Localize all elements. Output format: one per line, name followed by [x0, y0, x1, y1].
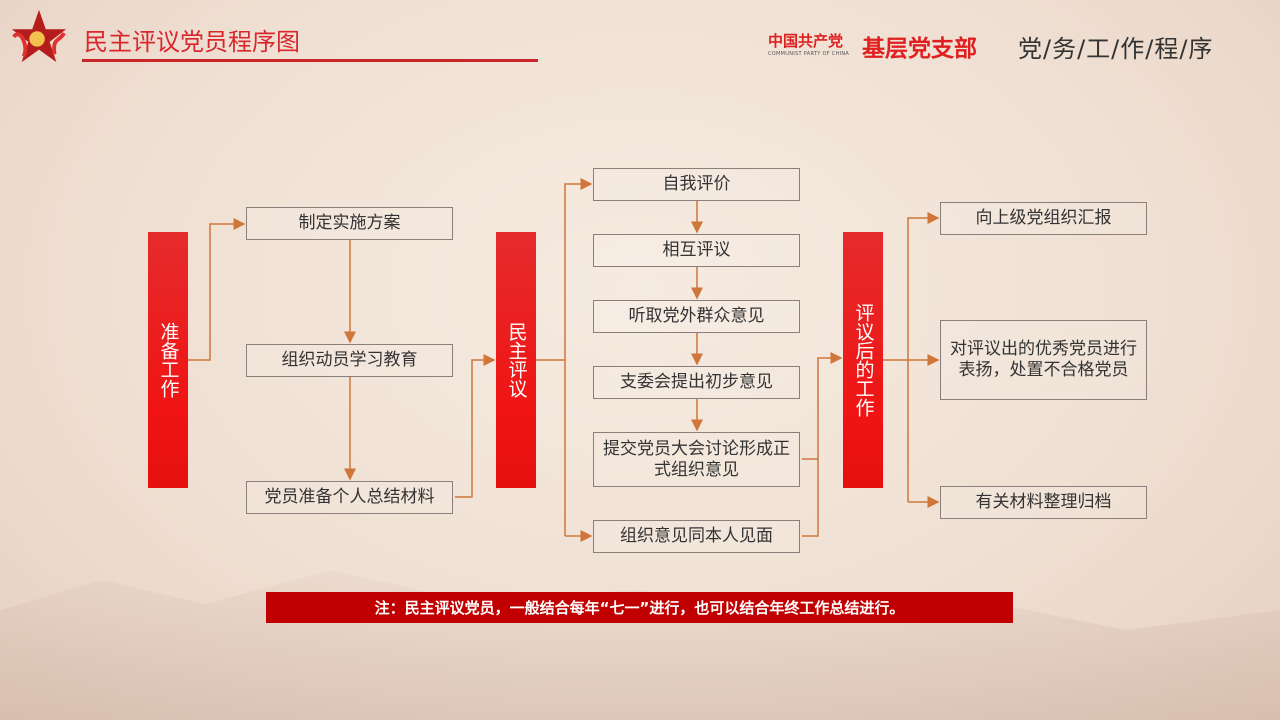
brand-cn-text: 中国共产党 — [768, 32, 844, 50]
step-box: 支委会提出初步意见 — [593, 366, 800, 399]
party-star-emblem-icon — [11, 9, 67, 63]
step-box: 对评议出的优秀党员进行表扬，处置不合格党员 — [940, 320, 1147, 400]
step-box: 组织意见同本人见面 — [593, 520, 800, 553]
step-box: 组织动员学习教育 — [246, 344, 453, 377]
step-box: 向上级党组织汇报 — [940, 202, 1147, 235]
stage-democratic-review: 民主评议 — [496, 232, 536, 488]
title-underline — [82, 59, 538, 62]
step-box: 制定实施方案 — [246, 207, 453, 240]
step-box: 党员准备个人总结材料 — [246, 481, 453, 514]
step-box: 相互评议 — [593, 234, 800, 267]
brand-main: 基层党支部 — [862, 36, 977, 62]
step-box: 提交党员大会讨论形成正式组织意见 — [593, 432, 800, 487]
footnote-banner: 注：民主评议党员，一般结合每年“七一”进行，也可以结合年终工作总结进行。 — [266, 592, 1013, 623]
stage-preparation: 准备工作 — [148, 232, 188, 488]
step-box: 自我评价 — [593, 168, 800, 201]
brand-en-text: COMMUNIST PARTY OF CHINA — [768, 51, 850, 57]
page-title: 民主评议党员程序图 — [84, 28, 300, 56]
step-box: 有关材料整理归档 — [940, 486, 1147, 519]
stage-post-review: 评议后的工作 — [843, 232, 883, 488]
step-box: 听取党外群众意见 — [593, 300, 800, 333]
header-subtitle: 党/务/工/作/程/序 — [1018, 35, 1214, 63]
